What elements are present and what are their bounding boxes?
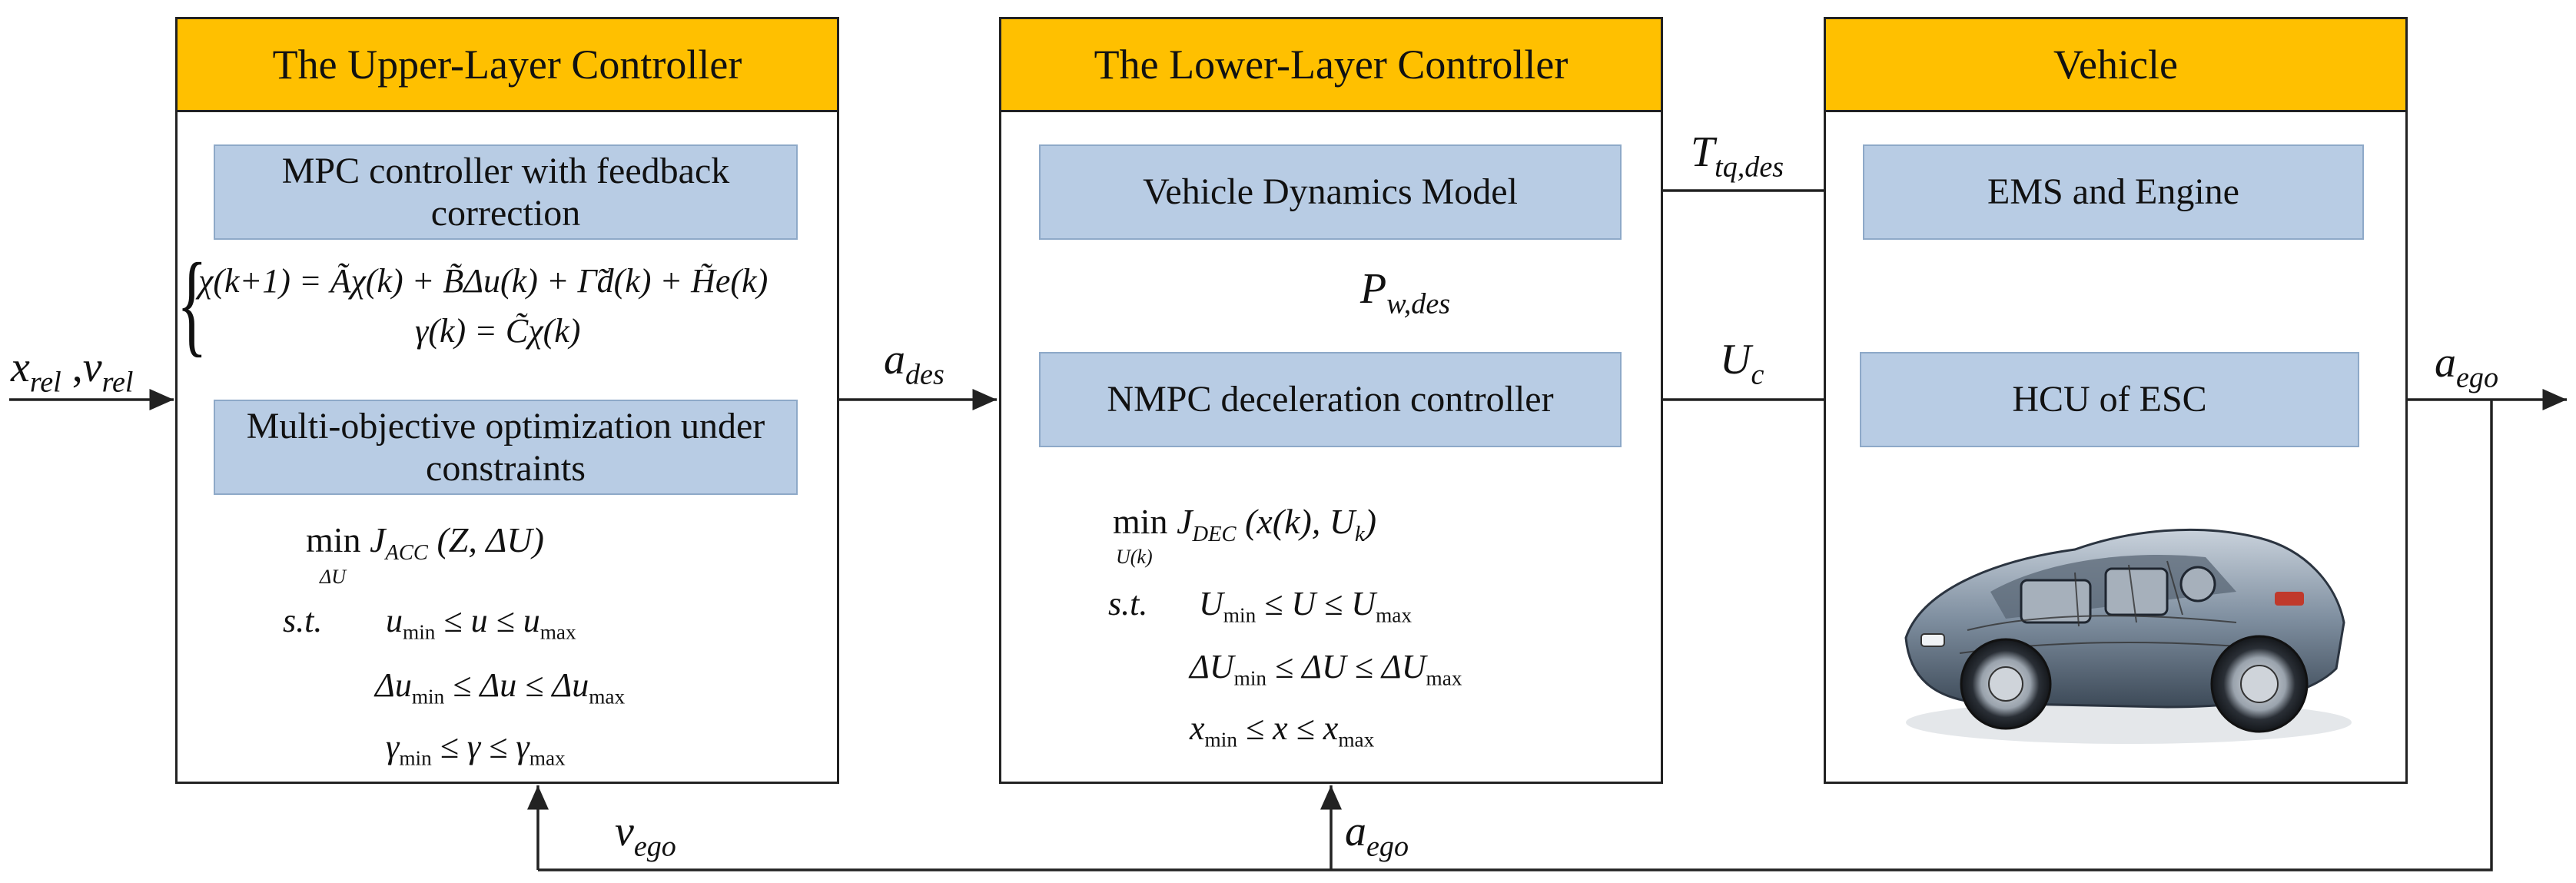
multi-objective-box: Multi-objective optimization under const… xyxy=(214,400,798,495)
car-cutaway-illustration xyxy=(1904,528,2352,744)
lower-objective: min JDEC (x(k), Uk) xyxy=(1113,502,1377,546)
output-equation: γ(k) = C̃χ(k) xyxy=(415,312,581,350)
t-tq-des-label: Ttq,des xyxy=(1691,128,1784,184)
upper-constraint-1: umin ≤ u ≤ umax xyxy=(386,602,576,644)
u-c-label: Uc xyxy=(1720,336,1764,391)
feedback-line xyxy=(538,400,2493,871)
upper-constraint-2: Δumin ≤ Δu ≤ Δumax xyxy=(375,666,626,709)
lower-objective-under: U(k) xyxy=(1116,546,1153,568)
vehicle-dynamics-model-box: Vehicle Dynamics Model xyxy=(1039,144,1622,240)
p-w-des-label: Pw,des xyxy=(1360,265,1451,320)
nmpc-deceleration-box: NMPC deceleration controller xyxy=(1039,352,1622,447)
a-des-label: ades xyxy=(884,336,944,391)
a-ego-output-label: aego xyxy=(2435,339,2498,394)
lower-constraint-2: ΔUmin ≤ ΔU ≤ ΔUmax xyxy=(1190,648,1462,690)
upper-objective: min JACC (Z, ΔU) xyxy=(306,520,544,565)
state-equation: χ(k+1) = Ãχ(k) + B̃Δu(k) + Γ̃d(k) + H̃e(… xyxy=(198,262,768,300)
upper-st: s.t. xyxy=(283,602,323,639)
vehicle-title: Vehicle xyxy=(1826,19,2405,112)
upper-objective-under: ΔU xyxy=(320,566,347,588)
lower-constraint-3: xmin ≤ x ≤ xmax xyxy=(1190,709,1375,752)
input-signal-label: xrel ,vrel xyxy=(11,344,134,399)
upper-layer-title: The Upper-Layer Controller xyxy=(178,19,837,112)
upper-constraint-3: γmin ≤ γ ≤ γmax xyxy=(386,728,566,770)
ems-engine-box: EMS and Engine xyxy=(1863,144,2364,240)
hcu-esc-box: HCU of ESC xyxy=(1860,352,2359,447)
lower-constraint-1: Umin ≤ U ≤ Umax xyxy=(1199,585,1412,627)
lower-st: s.t. xyxy=(1108,585,1148,622)
v-ego-feedback-label: vego xyxy=(615,808,676,863)
a-ego-feedback-label: aego xyxy=(1345,808,1409,863)
lower-layer-title: The Lower-Layer Controller xyxy=(1001,19,1661,112)
equation-brace: { xyxy=(177,240,207,367)
mpc-feedback-box: MPC controller with feedback correction xyxy=(214,144,798,240)
